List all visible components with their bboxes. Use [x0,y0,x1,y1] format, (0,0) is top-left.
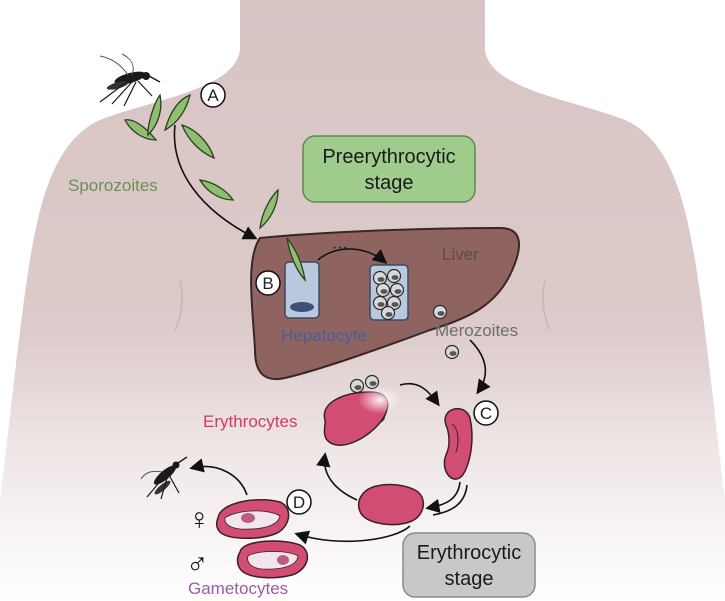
arrow-to-mosquito [189,458,248,496]
hepatocyte-label: Hepatocyte [281,326,367,345]
marker-a: A [200,82,226,108]
merozoite-nucleus [391,302,399,307]
sporozoite [180,123,216,160]
sporozoite [198,179,235,201]
erythrocytic-stage-subtitle: stage [445,568,494,590]
sporozoite [259,188,279,230]
infected-hepatocyte [284,237,320,319]
arrow-to-liver [173,124,258,240]
arrow-merozoite-to-erythrocyte [469,339,491,395]
merozoites-label: Merozoites [435,321,518,340]
sporozoite [147,93,162,137]
ellipsis-dots: ··· [332,239,348,256]
mosquito-icon-lower [140,456,188,500]
erythrocytes-label: Erythrocytes [203,412,297,431]
arrow-to-gametocytes [294,525,411,545]
preerythrocytic-stage-title: Preerythrocytic [322,146,455,168]
preerythrocytic-stage-subtitle: stage [365,172,414,194]
erythrocyte-schizont [357,483,424,526]
arrow-cycle-right [425,481,461,514]
marker-a-label: A [207,86,219,105]
torso-contour-right [542,279,551,331]
merozoite-nucleus [437,311,445,316]
merozoite-nucleus [391,275,399,280]
male-symbol: ♂ [186,548,209,581]
merozoite-nucleus [380,289,388,294]
gametocyte-female [215,499,290,539]
erythrocytic-stage-box: Erythrocytic stage [402,532,536,598]
gametocyte-male [236,540,309,579]
mosquito-icon [99,53,161,107]
arrow-hepatocyte-development [317,248,388,264]
female-symbol: ♀ [188,503,211,536]
marker-b-label: B [262,274,273,293]
merozoite-nucleus [377,277,385,282]
gametocytes-label: Gametocytes [188,579,288,598]
marker-d-label: D [293,493,305,512]
merozoite-nucleus [369,381,377,386]
arrow-cycle-top [399,383,440,407]
erythrocyte-inner-fold [451,423,459,453]
liver-label: Liver [442,245,479,264]
marker-c-label: C [480,404,492,423]
preerythrocytic-stage-box: Preerythrocytic stage [302,135,476,203]
merozoite-nucleus [449,351,457,356]
sporozoite [286,237,307,283]
torso-contour-left [174,279,183,331]
arrow-cycle-right-outer [432,484,468,516]
marker-b: B [255,270,281,296]
merozoite-nucleus [385,312,393,317]
sporozoites-label: Sporozoites [68,176,158,195]
marker-d: D [286,489,312,515]
arrow-cycle-left [316,452,358,501]
merozoite-nucleus [354,385,362,390]
merozoite-nucleus [394,289,402,294]
marker-c: C [473,400,499,426]
sporozoite [163,93,191,132]
erythrocytic-stage-title: Erythrocytic [417,542,521,564]
merozoite-nucleus [377,302,385,307]
erythrocyte-glow [358,386,402,414]
sporozoite-group [124,93,279,230]
